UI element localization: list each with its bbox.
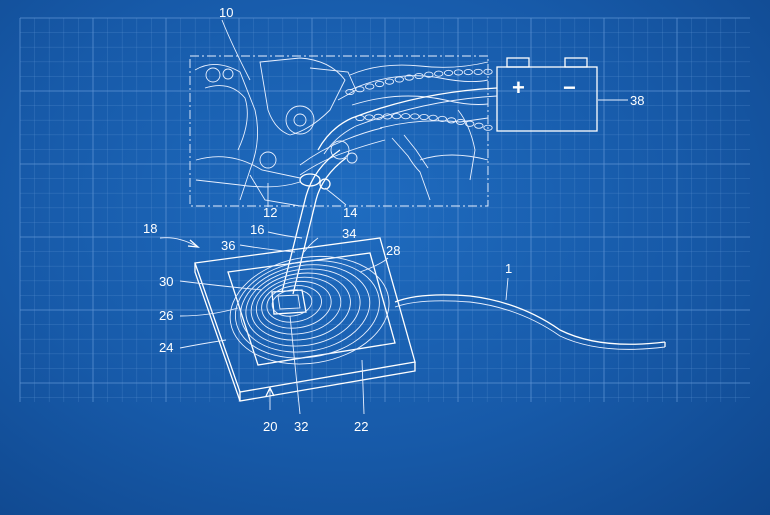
chain-link xyxy=(365,83,375,90)
battery-positive-sign: + xyxy=(512,75,525,100)
stand-foot xyxy=(271,289,307,315)
chain-link xyxy=(404,74,414,81)
motorcycle-frame-detail xyxy=(194,57,489,207)
chain-link xyxy=(434,70,444,77)
chain-link xyxy=(453,69,464,76)
label-28: 28 xyxy=(386,243,400,258)
chain-link xyxy=(465,120,475,127)
chain-link xyxy=(443,69,454,76)
chain-link xyxy=(410,113,420,120)
chain-link xyxy=(455,118,466,126)
chain-link xyxy=(414,72,424,80)
label-34: 34 xyxy=(342,226,356,241)
coil-winding xyxy=(271,289,313,317)
chain-link xyxy=(428,114,438,121)
chain-link xyxy=(384,78,395,85)
chain-link xyxy=(401,113,411,120)
battery-body xyxy=(496,66,598,132)
coil-winding xyxy=(234,260,380,359)
leader-lines xyxy=(179,19,628,415)
side-stand xyxy=(271,149,347,315)
arrow-18 xyxy=(159,237,197,247)
chain-link xyxy=(463,69,473,76)
coil-winding xyxy=(266,285,322,323)
label-36: 36 xyxy=(221,238,235,253)
chain-link xyxy=(364,114,374,121)
chain-link xyxy=(474,122,484,129)
chain-link xyxy=(391,113,402,120)
label-10: 10 xyxy=(219,5,233,20)
label-38: 38 xyxy=(630,93,644,108)
coil-winding xyxy=(229,255,390,365)
battery-negative-sign: − xyxy=(563,75,576,100)
charging-cable-to-battery xyxy=(317,87,498,151)
label-32: 32 xyxy=(294,419,308,434)
blueprint-grid xyxy=(19,17,750,402)
chain-link xyxy=(473,68,483,75)
battery-positive-terminal xyxy=(506,57,530,68)
chain-link xyxy=(394,76,404,83)
coil-winding xyxy=(240,264,371,353)
label-18: 18 xyxy=(143,221,157,236)
label-1: 1 xyxy=(505,261,512,276)
induction-coil xyxy=(229,255,390,365)
detail-frame-border xyxy=(189,55,489,207)
label-20: 20 xyxy=(263,419,277,434)
label-14: 14 xyxy=(343,205,357,220)
label-30: 30 xyxy=(159,274,173,289)
label-24: 24 xyxy=(159,340,173,355)
chain-link xyxy=(374,80,385,88)
stand-pivot-bolt xyxy=(319,178,331,190)
coil-winding xyxy=(250,272,351,341)
power-cable-inner xyxy=(394,300,666,350)
coil-winding xyxy=(245,268,361,347)
chain-link xyxy=(446,117,457,124)
chain-link xyxy=(483,124,493,131)
coil-winding xyxy=(255,276,342,335)
label-16: 16 xyxy=(250,222,264,237)
chain-link xyxy=(345,88,355,96)
chain-link xyxy=(419,113,429,121)
drive-chain xyxy=(345,68,493,131)
chain-link xyxy=(483,68,493,75)
battery-negative-terminal xyxy=(564,57,588,68)
battery: + − xyxy=(496,57,598,132)
chain-link xyxy=(355,86,365,93)
coil-winding xyxy=(261,280,332,329)
label-12: 12 xyxy=(263,205,277,220)
chain-link xyxy=(424,71,434,78)
charging-pad xyxy=(194,237,416,402)
power-cable xyxy=(394,294,666,345)
charging-cable-to-battery-inner xyxy=(323,95,498,155)
chain-link xyxy=(437,115,447,123)
label-22: 22 xyxy=(354,419,368,434)
stand-pivot xyxy=(299,173,321,187)
label-26: 26 xyxy=(159,308,173,323)
